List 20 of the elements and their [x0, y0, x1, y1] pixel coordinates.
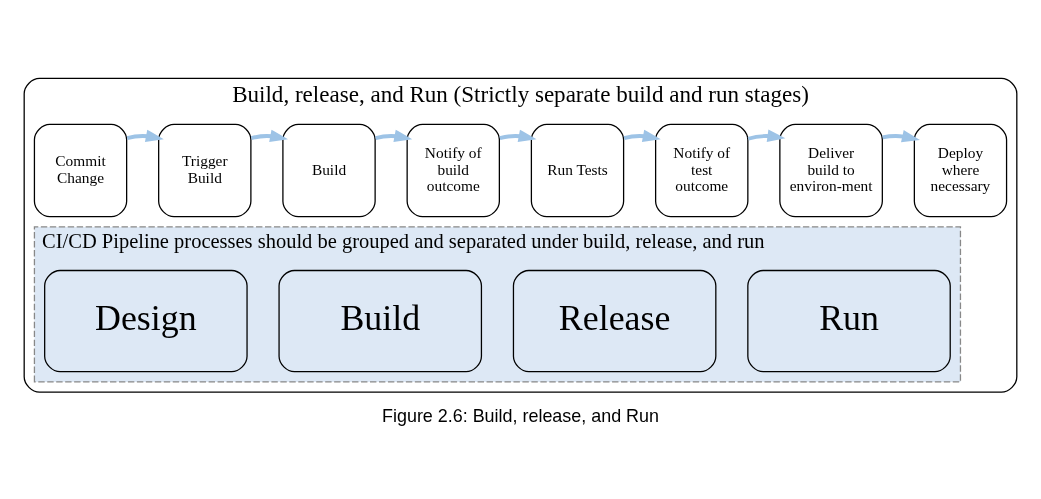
node-box: Build	[278, 269, 483, 372]
arrow	[250, 129, 289, 142]
arrow	[499, 129, 537, 142]
node-box: Deploy where necessary	[913, 123, 1008, 217]
arrow	[375, 129, 413, 142]
node-box: Release	[512, 269, 717, 372]
node-box: Run	[747, 269, 951, 372]
node-box: Deliver build to environ-ment	[779, 123, 883, 217]
arrow	[747, 129, 786, 142]
caption: Figure 2.6: Build, release, and Run	[382, 405, 659, 426]
node-box: Trigger Build	[158, 123, 252, 217]
arrow	[623, 129, 661, 142]
node-box: Commit Change	[33, 123, 128, 217]
node-box: Run Tests	[530, 123, 625, 217]
arrow	[882, 129, 920, 142]
node-box: Build	[282, 123, 376, 217]
node-box: Notify of build outcome	[406, 123, 500, 217]
node-box: Design	[44, 269, 248, 372]
arrow	[126, 129, 164, 142]
node-box: Notify of test outcome	[655, 123, 749, 217]
